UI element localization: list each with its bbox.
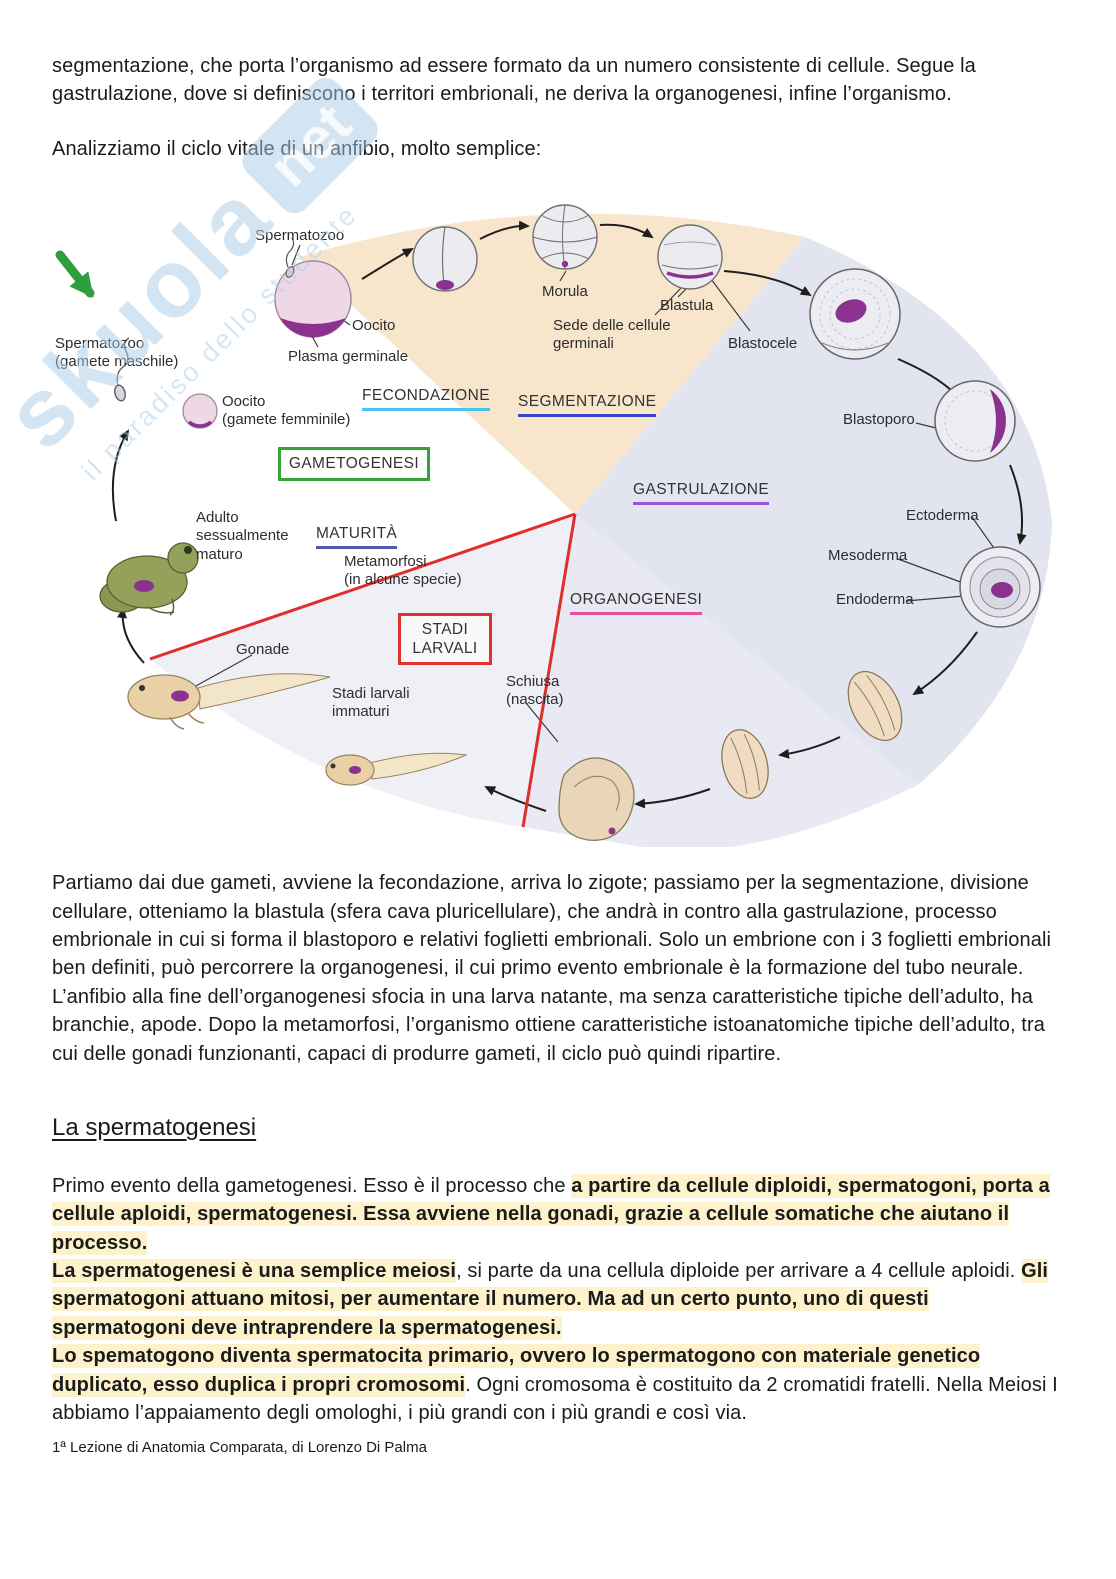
label-plasma-germinale: Plasma germinale	[288, 348, 409, 366]
cycle-sectors	[150, 213, 1052, 848]
stage-fecondazione: FECONDAZIONE	[362, 387, 490, 412]
label-adulto: Adulto sessualmente maturo	[196, 509, 289, 563]
tadpole-late-illustration	[325, 752, 468, 786]
label-morula: Morula	[542, 283, 588, 301]
label-sede-cellule-germinali: Sede delle cellule germinali	[553, 317, 671, 353]
label-blastula: Blastula	[660, 297, 714, 315]
stage-stadi-larvali-box: STADI LARVALI	[398, 613, 492, 666]
amphibian-life-cycle-diagram: Spermatozoo Oocito Plasma germinale Sper…	[52, 197, 1064, 848]
tadpole-with-legs-illustration	[127, 673, 331, 730]
morula-illustration	[532, 204, 598, 270]
footnote: 1ª Lezione di Anatomia Comparata, di Lor…	[52, 1439, 427, 1457]
hatchling-embryo-illustration	[558, 757, 635, 842]
label-gonade: Gonade	[236, 641, 290, 659]
stage-gametogenesi-box: GAMETOGENESI	[278, 447, 430, 482]
label-oocito: Oocito	[352, 317, 396, 335]
label-blastocele: Blastocele	[728, 335, 798, 353]
text-run: , si parte da una cellula diploide per a…	[456, 1260, 1022, 1283]
label-blastoporo: Blastoporo	[843, 411, 915, 429]
label-spermatozoo-gamete: Spermatozoo (gamete maschile)	[55, 335, 179, 371]
lead-sentence: Analizziamo il ciclo vitale di un anfibi…	[52, 137, 542, 160]
label-stadi-larvali-immaturi: Stadi larvali immaturi	[332, 685, 410, 721]
germ-layers-embryo-illustration	[959, 546, 1041, 628]
gastrula-illustration	[809, 268, 901, 360]
adult-frog-illustration	[99, 542, 199, 616]
blastopore-embryo-illustration	[934, 380, 1016, 462]
oocyte-with-sperm-illustration	[274, 237, 352, 339]
stage-gastrulazione: GASTRULAZIONE	[633, 481, 770, 506]
stage-maturita: MATURITÀ	[316, 525, 398, 550]
oocyte-gamete-illustration	[182, 393, 218, 429]
text-run: . Ogni cromosoma è costituito da 2 croma…	[52, 1373, 1058, 1425]
blastula-illustration	[657, 224, 723, 290]
label-mesoderma: Mesoderma	[828, 547, 908, 565]
cycle-description-part1: Partiamo dai due gameti, avviene la feco…	[52, 872, 1052, 980]
label-spermatozoo: Spermatozoo	[255, 227, 345, 245]
spermatogenesi-paragraph: Primo evento della gametogenesi. Esso è …	[52, 1172, 1064, 1428]
stage-segmentazione: SEGMENTAZIONE	[518, 393, 657, 418]
intro-paragraph: segmentazione, che porta l’organismo ad …	[52, 55, 976, 106]
cycle-arrows	[111, 220, 1027, 813]
label-schiusa: Schiusa (nascita)	[506, 673, 564, 709]
cycle-divider-lines	[149, 512, 577, 828]
zygote-illustration	[412, 226, 478, 292]
label-oocito-gamete: Oocito (gamete femminile)	[222, 393, 351, 429]
section-heading-spermatogenesi: La spermatogenesi	[52, 1113, 257, 1141]
stage-organogenesi: ORGANOGENESI	[570, 591, 703, 616]
label-ectoderma: Ectoderma	[906, 507, 979, 525]
life-cycle-illustration	[55, 204, 1052, 848]
cycle-description-part2: L’anfibio alla fine dell’organogenesi sf…	[52, 985, 1045, 1065]
label-endoderma: Endoderma	[836, 591, 914, 609]
label-metamorfosi: Metamorfosi (in alcune specie)	[344, 553, 462, 589]
highlighted-run: La spermatogenesi è una semplice meiosi	[52, 1259, 457, 1284]
neurula-embryos-illustration	[721, 671, 903, 800]
text-run: Primo evento della gametogenesi. Esso è …	[52, 1174, 572, 1197]
green-entry-arrow-icon	[55, 250, 95, 298]
sperm-cell-icon	[114, 337, 130, 402]
notes-page: segmentazione, che porta l’organismo ad …	[52, 55, 1064, 1457]
cycle-description: Partiamo dai due gameti, avviene la feco…	[52, 869, 1064, 1068]
